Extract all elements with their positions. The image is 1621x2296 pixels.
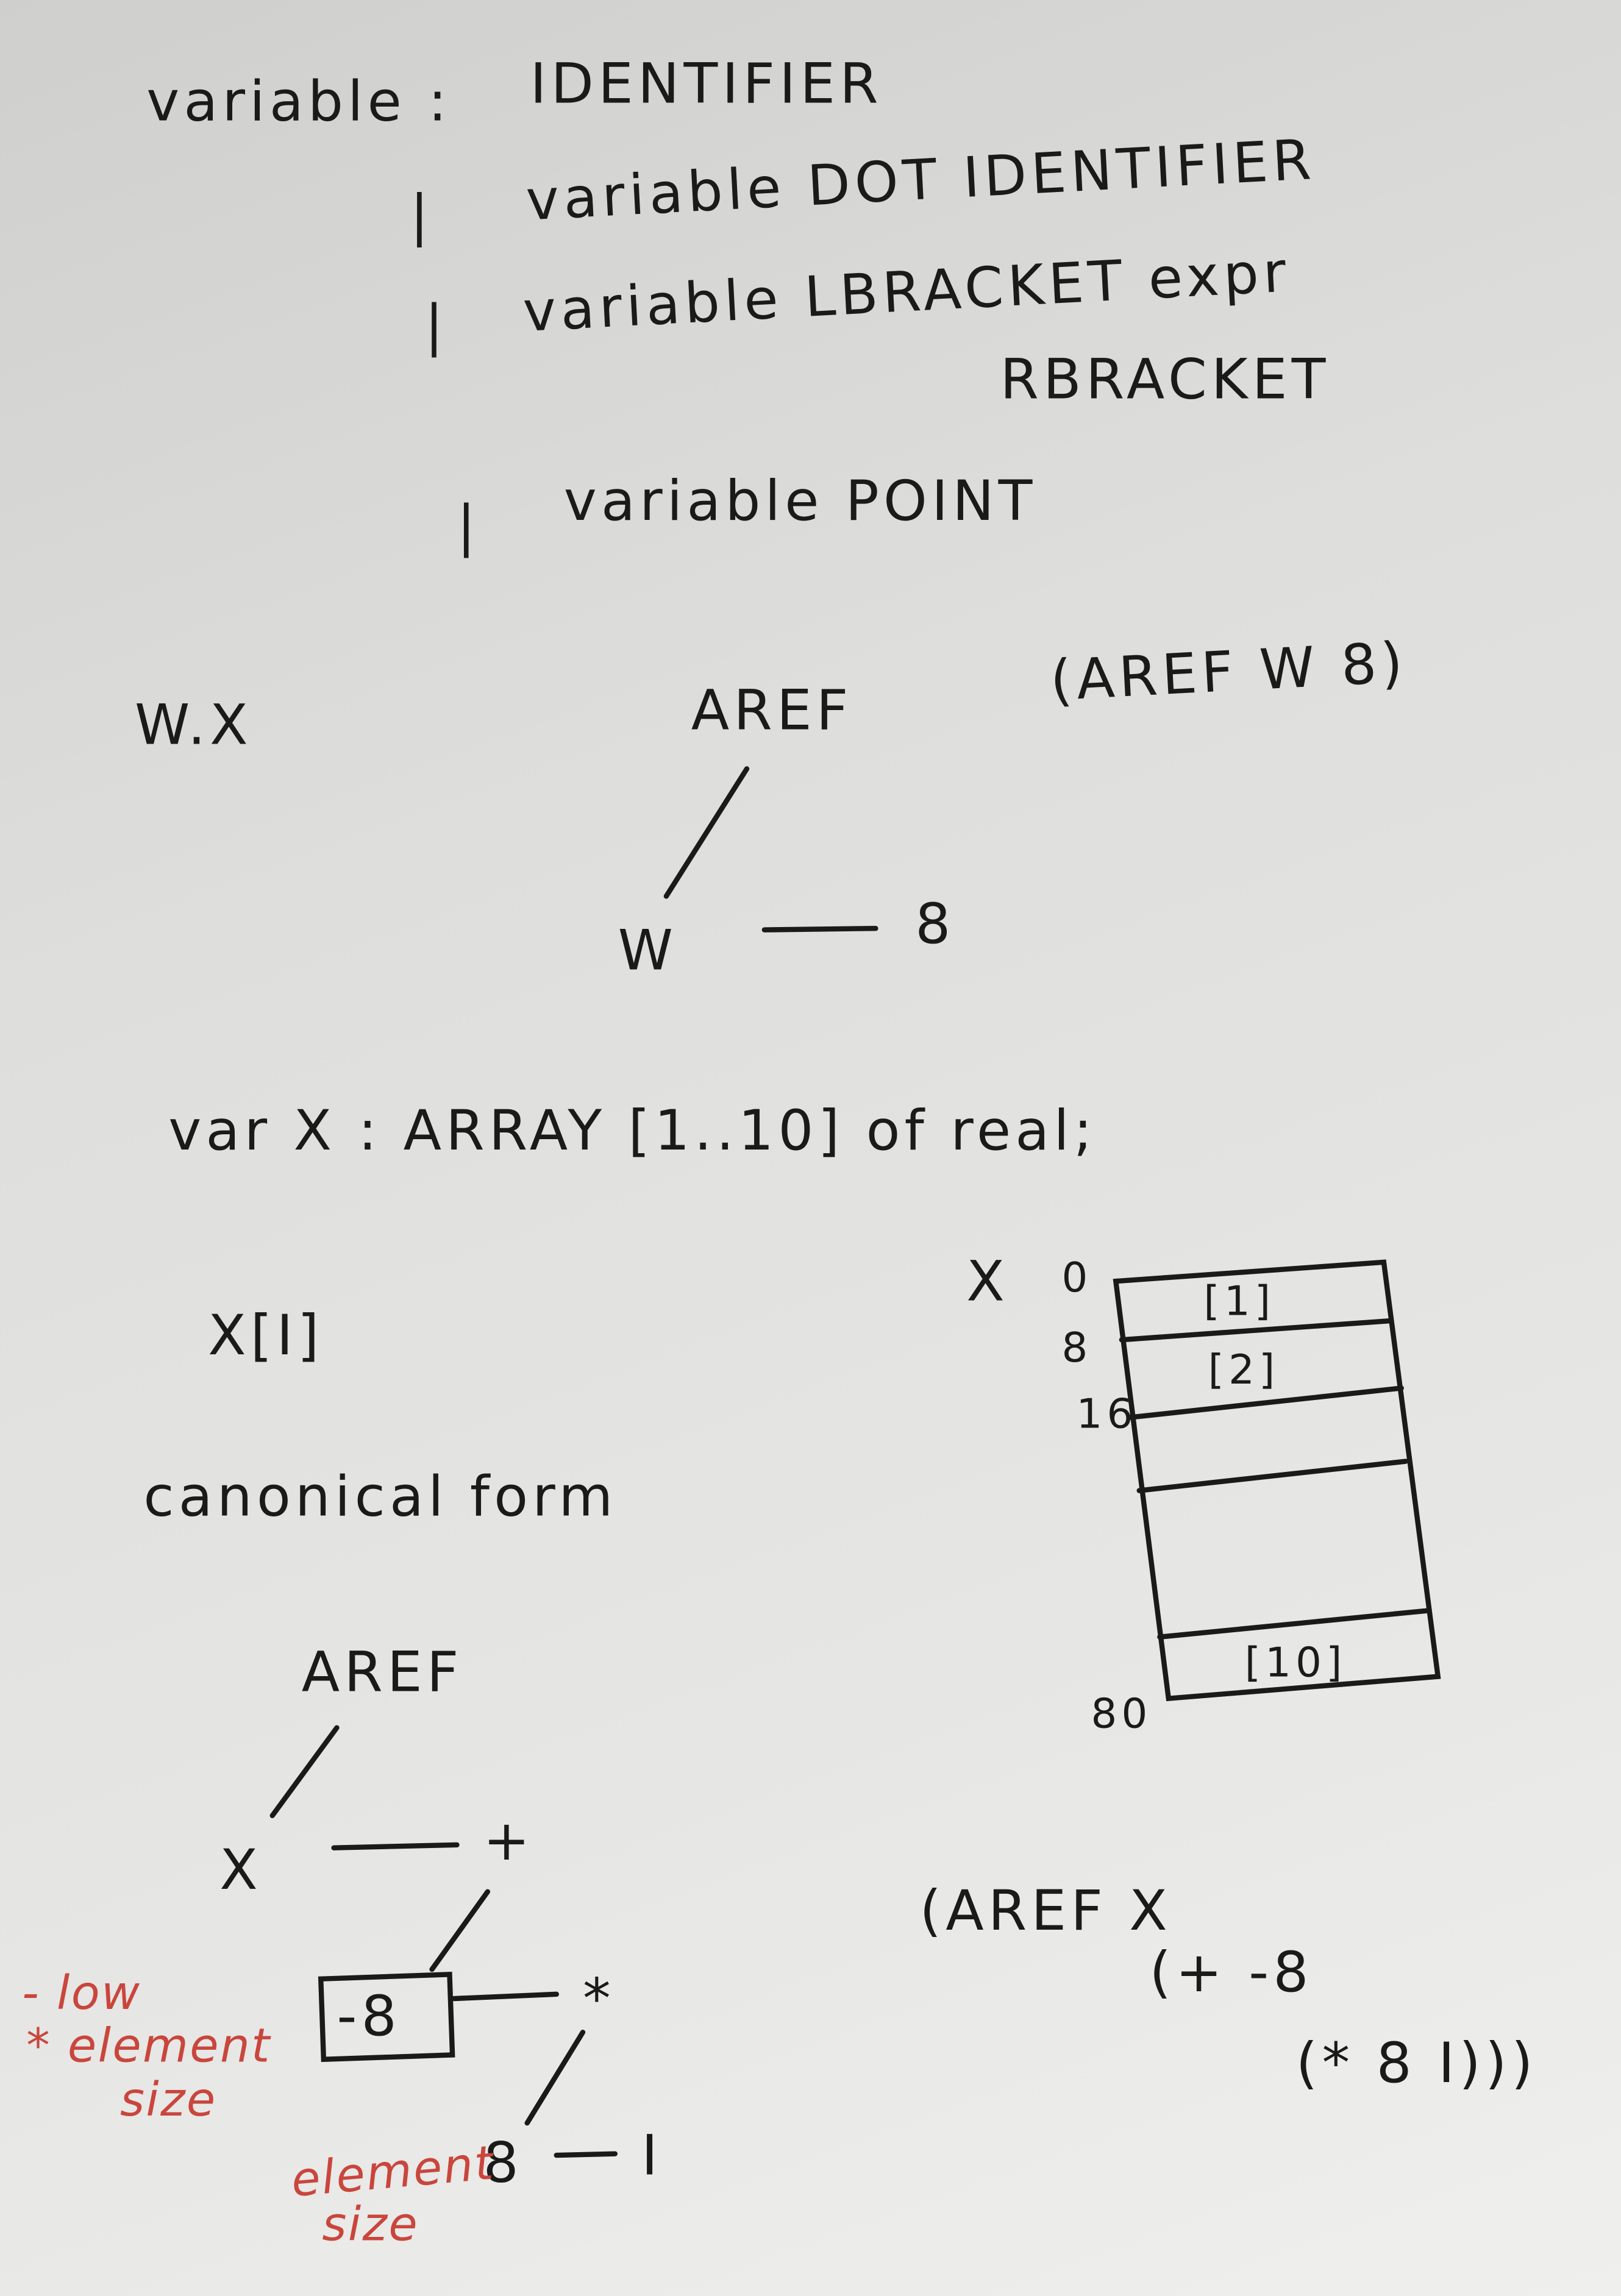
array-access: X[I] bbox=[208, 1303, 323, 1368]
offset-8: 8 bbox=[1061, 1324, 1092, 1371]
offset-0: 0 bbox=[1061, 1254, 1092, 1301]
tree2-edge-times bbox=[524, 2030, 586, 2126]
tree1-root: AREF bbox=[691, 678, 853, 743]
example-sexpr: (AREF W 8) bbox=[1049, 630, 1408, 714]
canonical-sexpr-3: (* 8 I))) bbox=[1296, 2030, 1537, 2095]
tree1-right: 8 bbox=[915, 891, 955, 956]
tree2-plus: + bbox=[483, 1808, 535, 1873]
grammar-rule-4: variable POINT bbox=[564, 468, 1037, 533]
grammar-rule-3: variable LBRACKET expr bbox=[521, 239, 1292, 344]
tree2-index: I bbox=[641, 2122, 662, 2188]
tree1-edge bbox=[663, 766, 750, 899]
offset-80: 80 bbox=[1091, 1690, 1152, 1738]
grammar-bar-2: | bbox=[410, 183, 433, 248]
tree2-edge-low-times bbox=[451, 1991, 559, 2002]
canonical-sexpr-2: (+ -8 bbox=[1150, 1939, 1313, 2005]
tree2-size: 8 bbox=[483, 2130, 523, 2195]
grammar-bar-3: | bbox=[425, 293, 448, 358]
canonical-title: canonical form bbox=[143, 1463, 617, 1529]
memory-cell-10: [10] bbox=[1245, 1639, 1347, 1686]
array-declaration: var X : ARRAY [1..10] of real; bbox=[168, 1098, 1097, 1163]
memory-var: X bbox=[966, 1248, 1009, 1313]
tree2-low: -8 bbox=[337, 1983, 401, 2049]
grammar-rule-2: variable DOT IDENTIFIER bbox=[524, 127, 1317, 233]
tree2-root: AREF bbox=[302, 1640, 463, 1705]
tree1-sibling-edge bbox=[761, 925, 878, 933]
tree2-edge-root bbox=[269, 1725, 340, 1819]
tree2-edge-plus bbox=[429, 1889, 491, 1972]
tree2-x: X bbox=[219, 1837, 262, 1902]
grammar-rule-3-cont: RBRACKET bbox=[1000, 347, 1330, 412]
note-size-2: size bbox=[322, 2197, 419, 2252]
tree1-left: W bbox=[618, 917, 677, 983]
memory-cell-2: [2] bbox=[1208, 1346, 1280, 1393]
grammar-rule-1: IDENTIFIER bbox=[530, 51, 883, 116]
note-low-2: * element bbox=[26, 2019, 271, 2073]
tree2-times: * bbox=[583, 1966, 615, 2031]
low-box bbox=[318, 1972, 455, 2063]
tree2-edge-size-index bbox=[554, 2151, 618, 2158]
example-expr: W.X bbox=[135, 692, 252, 758]
note-low-1: - low bbox=[22, 1966, 141, 2021]
offset-16: 16 bbox=[1076, 1390, 1137, 1437]
canonical-sexpr-1: (AREF X bbox=[919, 1878, 1172, 1943]
memory-box bbox=[1113, 1259, 1441, 1702]
grammar-lhs: variable : bbox=[146, 68, 451, 133]
memory-cell-1: [1] bbox=[1203, 1277, 1275, 1324]
grammar-bar-4: | bbox=[457, 493, 480, 558]
tree2-edge-x-plus bbox=[331, 1842, 460, 1850]
note-low-3: size bbox=[120, 2073, 217, 2127]
